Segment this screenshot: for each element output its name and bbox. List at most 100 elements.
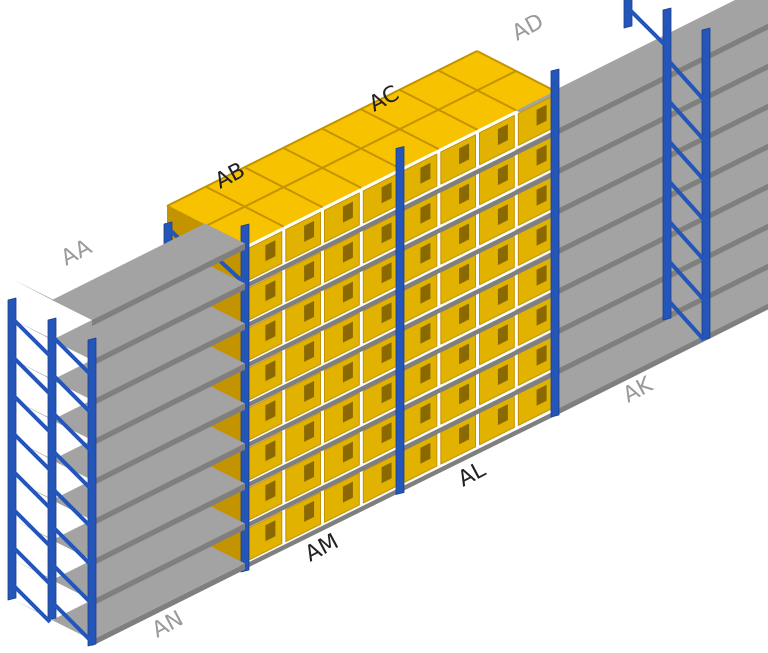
- shelf-aa-top: [52, 343, 245, 440]
- box-handle: [420, 362, 431, 384]
- shelf-aa-front: [92, 283, 245, 366]
- upright-ad: [701, 27, 711, 341]
- shelf-ad-front: [555, 143, 768, 256]
- box-handle: [342, 321, 353, 343]
- shelf-aa-end: [14, 280, 92, 320]
- box-handle: [536, 104, 547, 126]
- box-handle: [304, 300, 315, 322]
- box-handle: [265, 280, 276, 302]
- back-rack-ad: [515, 0, 768, 416]
- box-handle: [497, 404, 508, 426]
- shelf-aa-top: [52, 383, 245, 480]
- bracing-ad: [666, 218, 706, 262]
- bracing-aa: [52, 374, 92, 414]
- shelf-aa-front: [92, 363, 245, 446]
- bracing-ad: [628, 8, 666, 46]
- bracing-aa: [12, 394, 52, 434]
- shelf-aa-front: [92, 243, 245, 326]
- box-handle: [265, 400, 276, 422]
- bracing-ad: [666, 58, 706, 102]
- box-handle: [536, 384, 547, 406]
- box-handle: [497, 244, 508, 266]
- shelf-aa-front: [92, 523, 245, 606]
- shelf-ad-front: [555, 63, 768, 176]
- shelf-aa-top: [52, 463, 245, 560]
- shelf-aa-front: [92, 563, 245, 646]
- box-handle: [420, 442, 431, 464]
- box-handle: [342, 201, 353, 223]
- box-handle: [459, 343, 470, 365]
- shelf-aa-front: [92, 403, 245, 486]
- box-handle: [420, 242, 431, 264]
- box-handle: [265, 480, 276, 502]
- bracing-ad: [666, 98, 706, 142]
- shelf-ad-front: [555, 263, 768, 376]
- box-handle: [497, 364, 508, 386]
- box-handle: [381, 222, 392, 244]
- shelf-aa-top: [52, 543, 245, 640]
- box-handle: [536, 144, 547, 166]
- bracing-aa: [52, 564, 92, 604]
- label-ad[interactable]: AD: [508, 9, 548, 46]
- box-handle: [342, 441, 353, 463]
- box-handle: [265, 520, 276, 542]
- shelf-aa-top: [52, 503, 245, 600]
- box-handle: [381, 462, 392, 484]
- shelf-aa-front: [92, 483, 245, 566]
- box-handle: [342, 281, 353, 303]
- upright-ab: [240, 223, 250, 573]
- shelf-ad-front: [555, 23, 768, 136]
- box-handle: [265, 440, 276, 462]
- box-handle: [304, 380, 315, 402]
- upright-ad: [623, 0, 633, 29]
- bracing-aa: [12, 584, 52, 624]
- bracing-aa: [52, 488, 92, 528]
- shelf-ad-front: [555, 303, 768, 416]
- shelf-ad-front: [555, 183, 768, 296]
- box-handle: [459, 223, 470, 245]
- bracing-aa: [12, 546, 52, 586]
- box-handle: [459, 303, 470, 325]
- box-handle: [536, 184, 547, 206]
- upright-abc: [395, 146, 405, 495]
- box-handle: [420, 402, 431, 424]
- bracing-aa: [12, 432, 52, 472]
- box-handle: [459, 383, 470, 405]
- box-handle: [536, 344, 547, 366]
- shelf-ad-front: [555, 103, 768, 216]
- box-handle: [459, 143, 470, 165]
- front-rack-aa: [7, 223, 245, 647]
- box-handle: [536, 264, 547, 286]
- box-handle: [497, 204, 508, 226]
- box-handle: [381, 342, 392, 364]
- shelf-aa-top: [52, 263, 245, 360]
- bracing-aa: [12, 356, 52, 396]
- bracing-ad: [666, 138, 706, 182]
- label-aa[interactable]: AA: [57, 235, 96, 271]
- bracing-aa: [12, 318, 52, 358]
- bracing-ad: [666, 298, 706, 342]
- box-handle: [304, 420, 315, 442]
- box-handle: [497, 164, 508, 186]
- bracing-ad: [666, 178, 706, 222]
- upright-aa: [7, 297, 17, 601]
- box-handle: [265, 360, 276, 382]
- shelf-aa-front: [92, 323, 245, 406]
- box-top-seam: [205, 70, 517, 227]
- shelf-aa-top: [52, 303, 245, 400]
- box-handle: [381, 262, 392, 284]
- box-handle: [536, 224, 547, 246]
- box-handle: [536, 304, 547, 326]
- bracing-aa: [52, 602, 92, 642]
- shelf-ad-front: [555, 223, 768, 336]
- box-handle: [459, 423, 470, 445]
- bracing-aa: [52, 336, 92, 376]
- box-handle: [304, 500, 315, 522]
- bracing-aa: [52, 526, 92, 566]
- box-handle: [420, 322, 431, 344]
- shelf-aa-end: [14, 600, 92, 640]
- bracing-aa: [52, 450, 92, 490]
- box-handle: [304, 260, 315, 282]
- upright-ac: [550, 68, 560, 418]
